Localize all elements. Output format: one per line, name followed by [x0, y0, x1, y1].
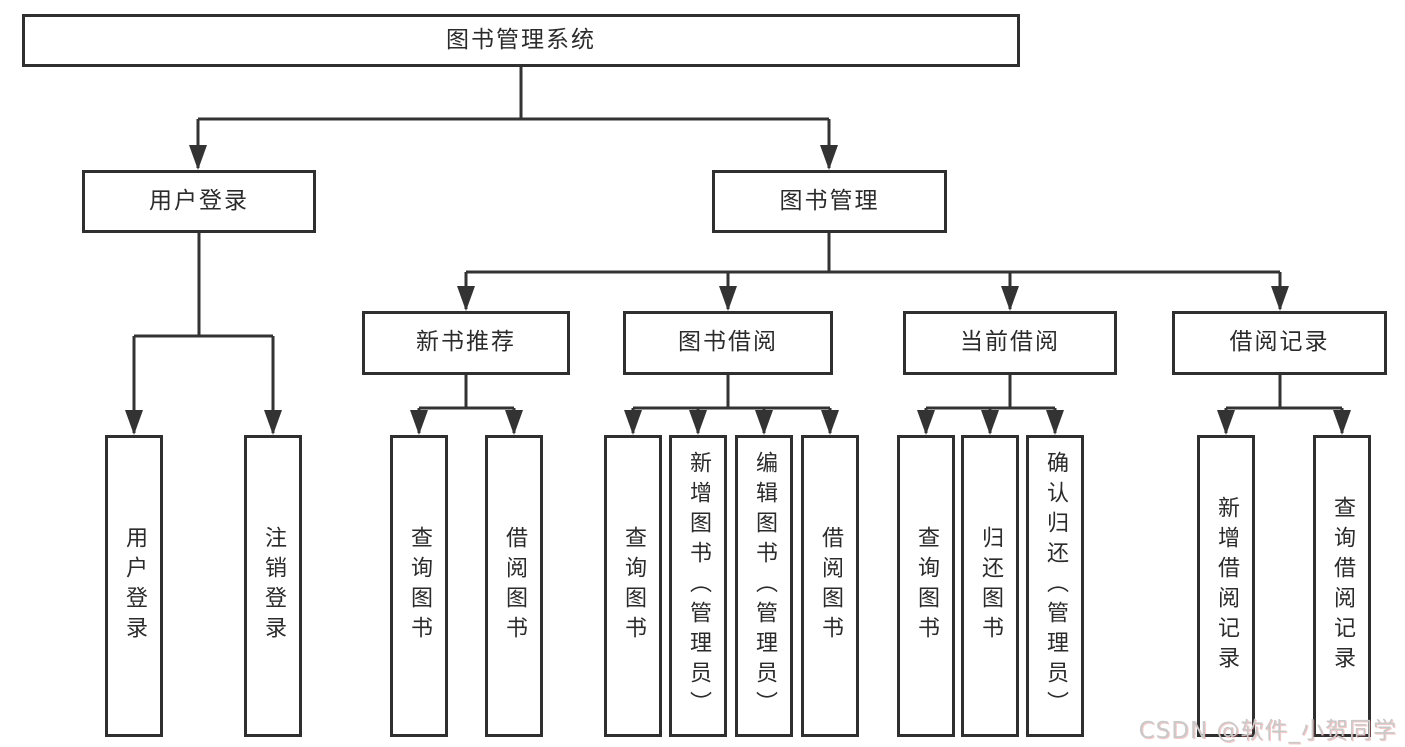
- node-leaf-user-login: 用户登录: [105, 435, 163, 737]
- node-leaf-query-borrow-record: 查询借阅记录: [1313, 435, 1371, 737]
- node-leaf-borrow-query-books: 查询图书: [604, 435, 662, 737]
- node-leaf-logout: 注销登录: [244, 435, 302, 737]
- node-new-book-recommend: 新书推荐: [362, 311, 570, 375]
- node-leaf-recommend-query-books: 查询图书: [390, 435, 448, 737]
- node-leaf-edit-books-admin: 编辑图书（管理员）: [735, 435, 793, 737]
- node-leaf-current-query-books: 查询图书: [897, 435, 955, 737]
- csdn-watermark: CSDN @软件_小贺同学: [1138, 718, 1397, 744]
- node-book-borrow: 图书借阅: [623, 311, 833, 375]
- node-leaf-add-books-admin: 新增图书（管理员）: [669, 435, 727, 737]
- node-leaf-borrow-books: 借阅图书: [801, 435, 859, 737]
- connector-current-to-leaves: [917, 375, 1064, 435]
- node-leaf-recommend-borrow-books: 借阅图书: [485, 435, 543, 737]
- connector-userlogin-to-leaves: [125, 233, 282, 435]
- node-book-management: 图书管理: [712, 170, 947, 233]
- node-current-borrow: 当前借阅: [903, 311, 1117, 375]
- connector-record-to-leaves: [1217, 375, 1351, 435]
- connector-bookmgmt-to-level3: [457, 233, 1289, 311]
- node-borrow-record: 借阅记录: [1172, 311, 1387, 375]
- node-leaf-add-borrow-record: 新增借阅记录: [1197, 435, 1255, 737]
- connector-newrec-to-leaves: [410, 375, 523, 435]
- node-library-management-system: 图书管理系统: [22, 14, 1020, 67]
- node-leaf-confirm-return-admin: 确认归还（管理员）: [1026, 435, 1084, 737]
- node-user-login-group: 用户登录: [82, 170, 316, 233]
- connector-borrow-to-leaves: [624, 375, 839, 435]
- node-leaf-return-books: 归还图书: [961, 435, 1019, 737]
- connector-root-to-level2: [189, 67, 838, 170]
